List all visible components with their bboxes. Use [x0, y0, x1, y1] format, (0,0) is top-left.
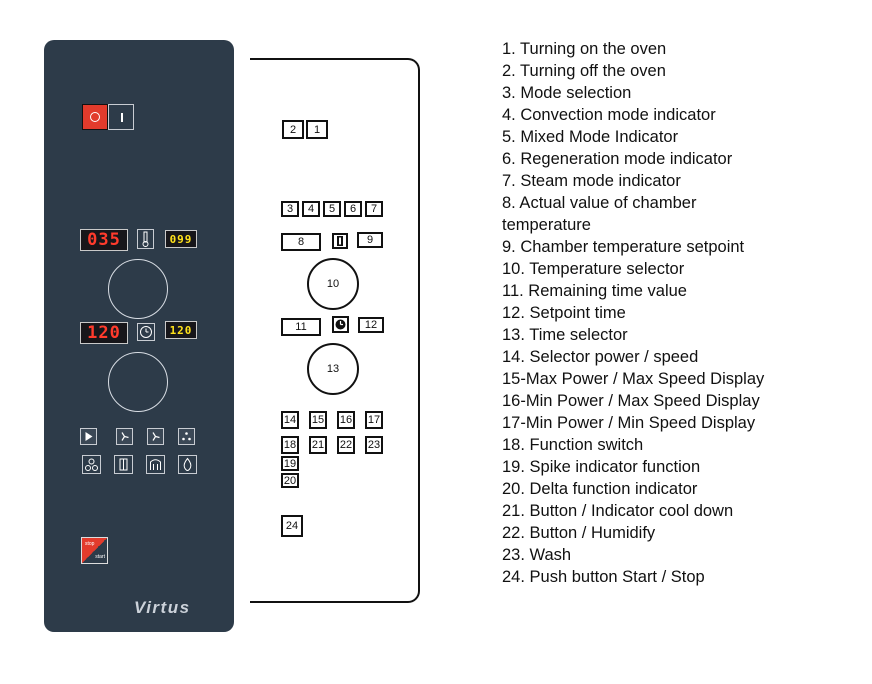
- legend-item: 12. Setpoint time: [502, 302, 862, 324]
- wash-icon[interactable]: [146, 455, 165, 474]
- legend-item: 6. Regeneration mode indicator: [502, 148, 862, 170]
- schematic-label-21: 21: [309, 436, 327, 454]
- legend-item: 17-Min Power / Min Speed Display: [502, 412, 862, 434]
- legend-item: 21. Button / Indicator cool down: [502, 500, 862, 522]
- thermometer-icon: [137, 229, 154, 249]
- legend-item: 18. Function switch: [502, 434, 862, 456]
- legend-item: 10. Temperature selector: [502, 258, 862, 280]
- brand-logo: Virtus: [134, 598, 191, 618]
- cool-down-icon[interactable]: [82, 455, 101, 474]
- legend-item: 2. Turning off the oven: [502, 60, 862, 82]
- schematic-diagram: 2 1 3 4 5 6 7 8 9 10 11 12 13 14 15 16 1…: [250, 58, 422, 604]
- legend-item: 5. Mixed Mode Indicator: [502, 126, 862, 148]
- time-selector-knob[interactable]: [108, 352, 168, 412]
- schematic-label-1: 1: [306, 120, 328, 139]
- schematic-clock-icon: [332, 316, 349, 333]
- schematic-label-9: 9: [357, 232, 383, 248]
- setpoint-time-display: 120: [165, 321, 197, 339]
- legend-item: temperature: [502, 214, 862, 236]
- schematic-label-8: 8: [281, 233, 321, 251]
- schematic-label-22: 22: [337, 436, 355, 454]
- legend-item: 14. Selector power / speed: [502, 346, 862, 368]
- schematic-label-23: 23: [365, 436, 383, 454]
- schematic-thermometer-icon: [332, 233, 348, 249]
- legend-item: 16-Min Power / Max Speed Display: [502, 390, 862, 412]
- power-on-button[interactable]: [82, 104, 108, 130]
- schematic-label-18: 18: [281, 436, 299, 454]
- temperature-selector-knob[interactable]: [108, 259, 168, 319]
- chamber-temp-actual-display: 035: [80, 229, 128, 251]
- schematic-label-16: 16: [337, 411, 355, 429]
- schematic-label-19: 19: [281, 456, 299, 471]
- schematic-label-4: 4: [302, 201, 320, 217]
- schematic-label-7: 7: [365, 201, 383, 217]
- power-off-icon: [121, 113, 123, 122]
- clock-icon: [137, 323, 155, 341]
- legend-item: 7. Steam mode indicator: [502, 170, 862, 192]
- min-power-min-speed-button[interactable]: [178, 428, 195, 445]
- legend-item: 9. Chamber temperature setpoint: [502, 236, 862, 258]
- schematic-label-10: 10: [307, 258, 359, 310]
- legend-item: 23. Wash: [502, 544, 862, 566]
- legend-item: 22. Button / Humidify: [502, 522, 862, 544]
- legend-item: 24. Push button Start / Stop: [502, 566, 862, 588]
- legend-item: 20. Delta function indicator: [502, 478, 862, 500]
- min-power-max-speed-button[interactable]: [147, 428, 164, 445]
- schematic-label-3: 3: [281, 201, 299, 217]
- schematic-label-20: 20: [281, 473, 299, 488]
- legend-item: 4. Convection mode indicator: [502, 104, 862, 126]
- chamber-temp-setpoint-display: 099: [165, 230, 197, 248]
- schematic-label-17: 17: [365, 411, 383, 429]
- legend-list: 1. Turning on the oven2. Turning off the…: [502, 38, 862, 588]
- schematic-label-13: 13: [307, 343, 359, 395]
- max-power-max-speed-button[interactable]: [116, 428, 133, 445]
- legend-item: 13. Time selector: [502, 324, 862, 346]
- schematic-frame-top-tick: [250, 58, 260, 60]
- schematic-label-12: 12: [358, 317, 384, 333]
- legend-item: 8. Actual value of chamber: [502, 192, 862, 214]
- start-label: start: [95, 554, 105, 560]
- remaining-time-display: 120: [80, 322, 128, 344]
- schematic-label-5: 5: [323, 201, 341, 217]
- power-off-button[interactable]: [108, 104, 134, 130]
- start-stop-button[interactable]: stop start: [81, 537, 108, 564]
- schematic-label-15: 15: [309, 411, 327, 429]
- steam-flame-icon[interactable]: [178, 455, 197, 474]
- legend-item: 19. Spike indicator function: [502, 456, 862, 478]
- legend-item: 1. Turning on the oven: [502, 38, 862, 60]
- schematic-label-24: 24: [281, 515, 303, 537]
- oven-control-panel: 035 099 120 120 stop start Virtus: [44, 40, 234, 632]
- legend-item: 3. Mode selection: [502, 82, 862, 104]
- power-on-icon: [90, 112, 100, 122]
- schematic-label-14: 14: [281, 411, 299, 429]
- humidify-icon[interactable]: [114, 455, 133, 474]
- legend-item: 11. Remaining time value: [502, 280, 862, 302]
- schematic-label-2: 2: [282, 120, 304, 139]
- stop-label: stop: [85, 541, 94, 547]
- function-switch-button[interactable]: [80, 428, 97, 445]
- schematic-label-11: 11: [281, 318, 321, 336]
- legend-item: 15-Max Power / Max Speed Display: [502, 368, 862, 390]
- schematic-label-6: 6: [344, 201, 362, 217]
